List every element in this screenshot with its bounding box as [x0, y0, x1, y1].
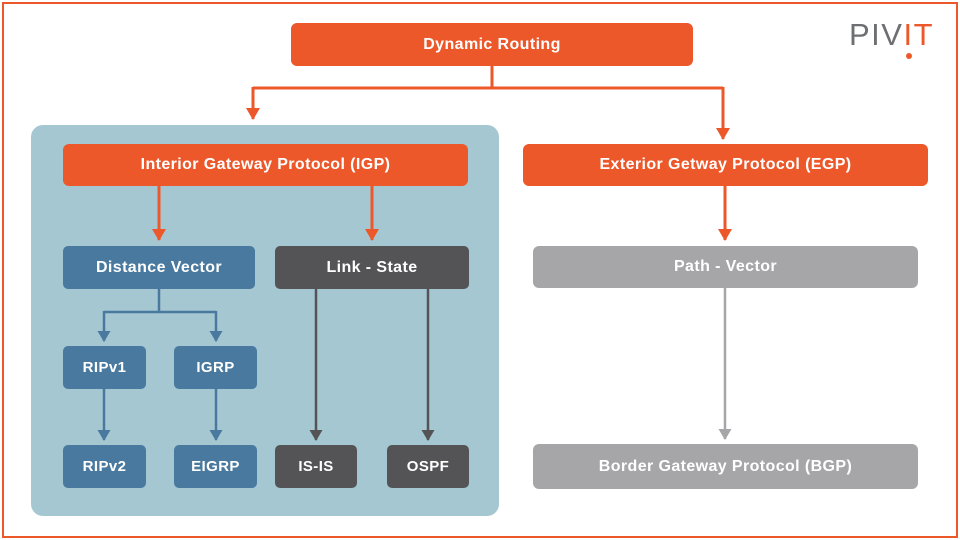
- node-ospf: OSPF: [387, 445, 469, 488]
- pivit-logo: PIVIT: [849, 19, 934, 50]
- pivit-logo-gray-letters: PIV: [848, 17, 904, 52]
- node-igrp: IGRP: [174, 346, 257, 389]
- node-ripv2: RIPv2: [63, 445, 146, 488]
- node-ripv1: RIPv1: [63, 346, 146, 389]
- node-exterior-gateway-protocol: Exterior Getway Protocol (EGP): [523, 144, 928, 186]
- node-interior-gateway-protocol: Interior Gateway Protocol (IGP): [63, 144, 468, 186]
- node-border-gateway-protocol: Border Gateway Protocol (BGP): [533, 444, 918, 489]
- pivit-logo-orange-letters: T: [913, 17, 934, 52]
- node-path-vector: Path - Vector: [533, 246, 918, 288]
- node-isis: IS-IS: [275, 445, 357, 488]
- arrow-root-trunk: [253, 66, 723, 90]
- node-dynamic-routing: Dynamic Routing: [291, 23, 693, 66]
- node-distance-vector: Distance Vector: [63, 246, 255, 289]
- pivit-logo-exclamation: I: [903, 17, 914, 52]
- node-link-state: Link - State: [275, 246, 469, 289]
- node-eigrp: EIGRP: [174, 445, 257, 488]
